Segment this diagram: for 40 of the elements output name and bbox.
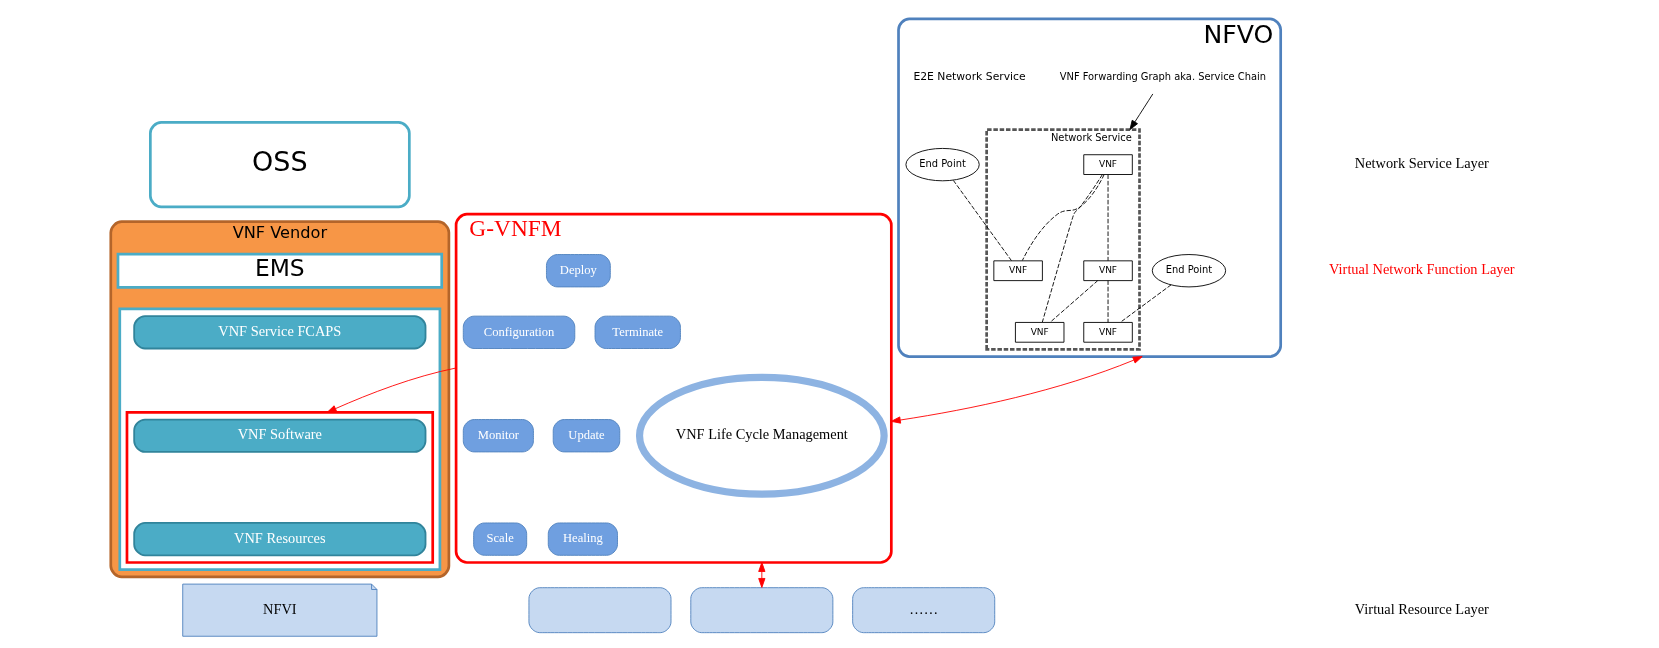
cluster — [125, 411, 435, 564]
node-box: Monitor — [462, 419, 534, 453]
cluster — [118, 307, 442, 572]
node-box: Update — [552, 419, 621, 453]
connector — [1021, 174, 1105, 261]
node-box: …… — [852, 587, 996, 634]
node-box: EMS — [116, 252, 444, 289]
connector — [1107, 280, 1109, 323]
node-ellipse: End Point — [1151, 254, 1227, 288]
node-ellipse: VNF Life Cycle Management — [635, 373, 888, 498]
node-ellipse: End Point — [905, 148, 980, 182]
node-box: Healing — [547, 522, 618, 556]
node-box: Terminate — [594, 315, 681, 349]
node-box: OSS — [149, 121, 411, 209]
node-box: Scale — [473, 522, 528, 556]
label: Virtual Network Function Layer — [1329, 261, 1515, 278]
node-text: VNF Forwarding Graph aka. Service Chain — [1059, 70, 1267, 82]
node-box: Deploy — [546, 254, 611, 288]
connector — [952, 180, 1012, 262]
node-box: Configuration — [462, 315, 576, 349]
node-box: VNF — [1083, 154, 1133, 175]
label: Network Service Layer — [1354, 155, 1489, 172]
node-box: VNF Software — [133, 418, 427, 453]
node-box: VNF — [993, 260, 1043, 282]
connector — [1120, 284, 1172, 323]
node-box — [690, 587, 834, 634]
label: Virtual Resource Layer — [1354, 600, 1489, 617]
arrow — [890, 356, 1143, 424]
arrow — [758, 562, 766, 588]
connector — [1107, 174, 1109, 262]
node-box: VNF — [1083, 322, 1133, 343]
node-box: VNF Resources — [133, 522, 427, 557]
node-box: VNF — [1014, 322, 1065, 343]
node-box — [528, 587, 672, 634]
connector — [1041, 174, 1103, 323]
arrow — [1129, 93, 1154, 130]
node-box: VNF Service FCAPS — [133, 315, 427, 350]
node-box: VNF — [1083, 260, 1133, 282]
connector — [1049, 280, 1099, 323]
label: E2E Network Service — [913, 70, 1026, 84]
